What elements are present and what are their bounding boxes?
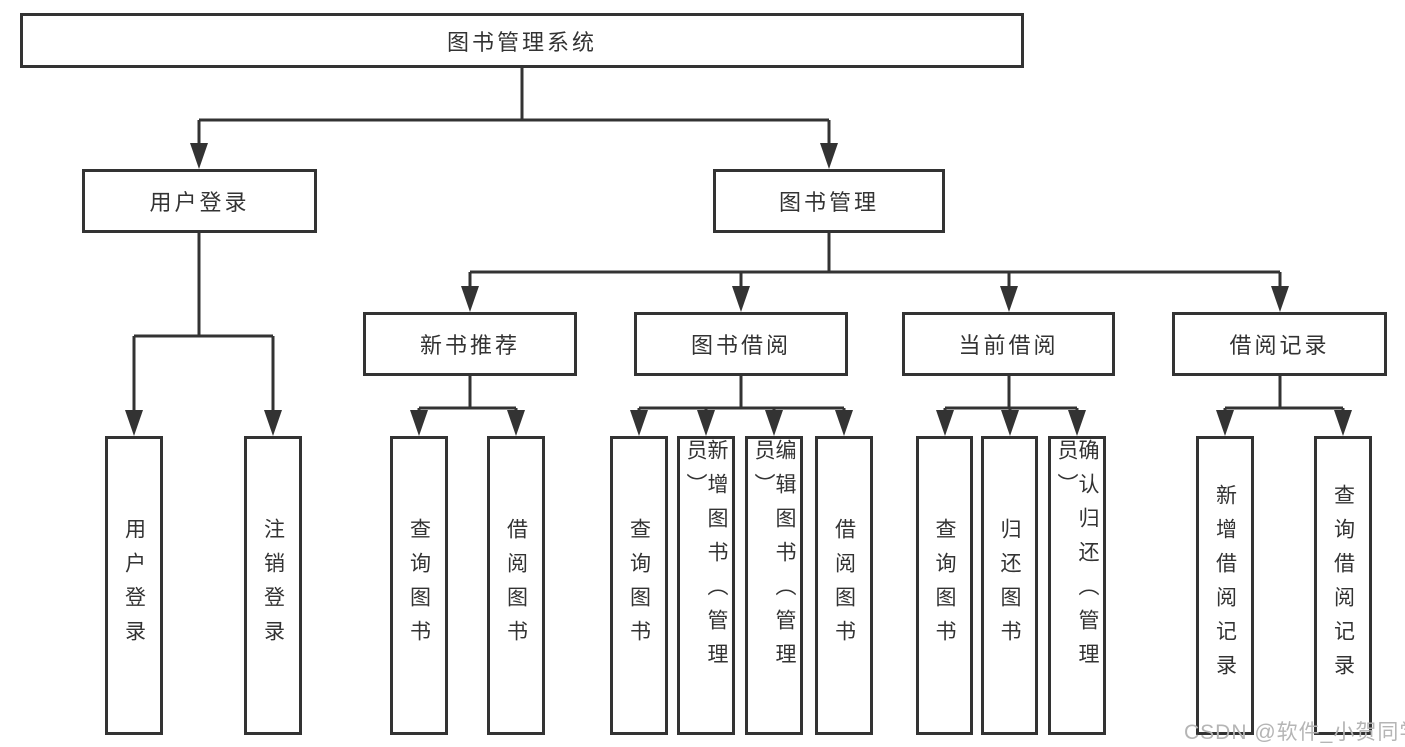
- node-borrowing-edit-books-admin: 编辑图书（管理员）: [745, 436, 803, 735]
- node-borrowing-query-books: 查询图书: [610, 436, 668, 735]
- node-book-management-system: 图书管理系统: [20, 13, 1024, 68]
- node-records-query-record: 查询借阅记录: [1314, 436, 1372, 735]
- node-borrowing-borrow-books: 借阅图书: [815, 436, 873, 735]
- node-book-management: 图书管理: [713, 169, 945, 233]
- node-records-add-record: 新增借阅记录: [1196, 436, 1254, 735]
- node-current-return-books: 归还图书: [981, 436, 1038, 735]
- arrowheads: [125, 143, 1352, 436]
- node-leaf-logout: 注销登录: [244, 436, 302, 735]
- node-new-book-recommend: 新书推荐: [363, 312, 577, 376]
- csdn-watermark: CSDN @软件_小贺同学: [1184, 721, 1405, 744]
- node-newbook-query-books: 查询图书: [390, 436, 448, 735]
- node-borrowing-records: 借阅记录: [1172, 312, 1387, 376]
- node-current-borrowing: 当前借阅: [902, 312, 1115, 376]
- node-user-login: 用户登录: [82, 169, 317, 233]
- node-current-confirm-return-admin: 确认归还（管理员）: [1048, 436, 1106, 735]
- node-current-query-books: 查询图书: [916, 436, 973, 735]
- node-book-borrowing: 图书借阅: [634, 312, 848, 376]
- node-leaf-user-login: 用户登录: [105, 436, 163, 735]
- node-borrowing-add-books-admin: 新增图书（管理员）: [677, 436, 735, 735]
- node-newbook-borrow-books: 借阅图书: [487, 436, 545, 735]
